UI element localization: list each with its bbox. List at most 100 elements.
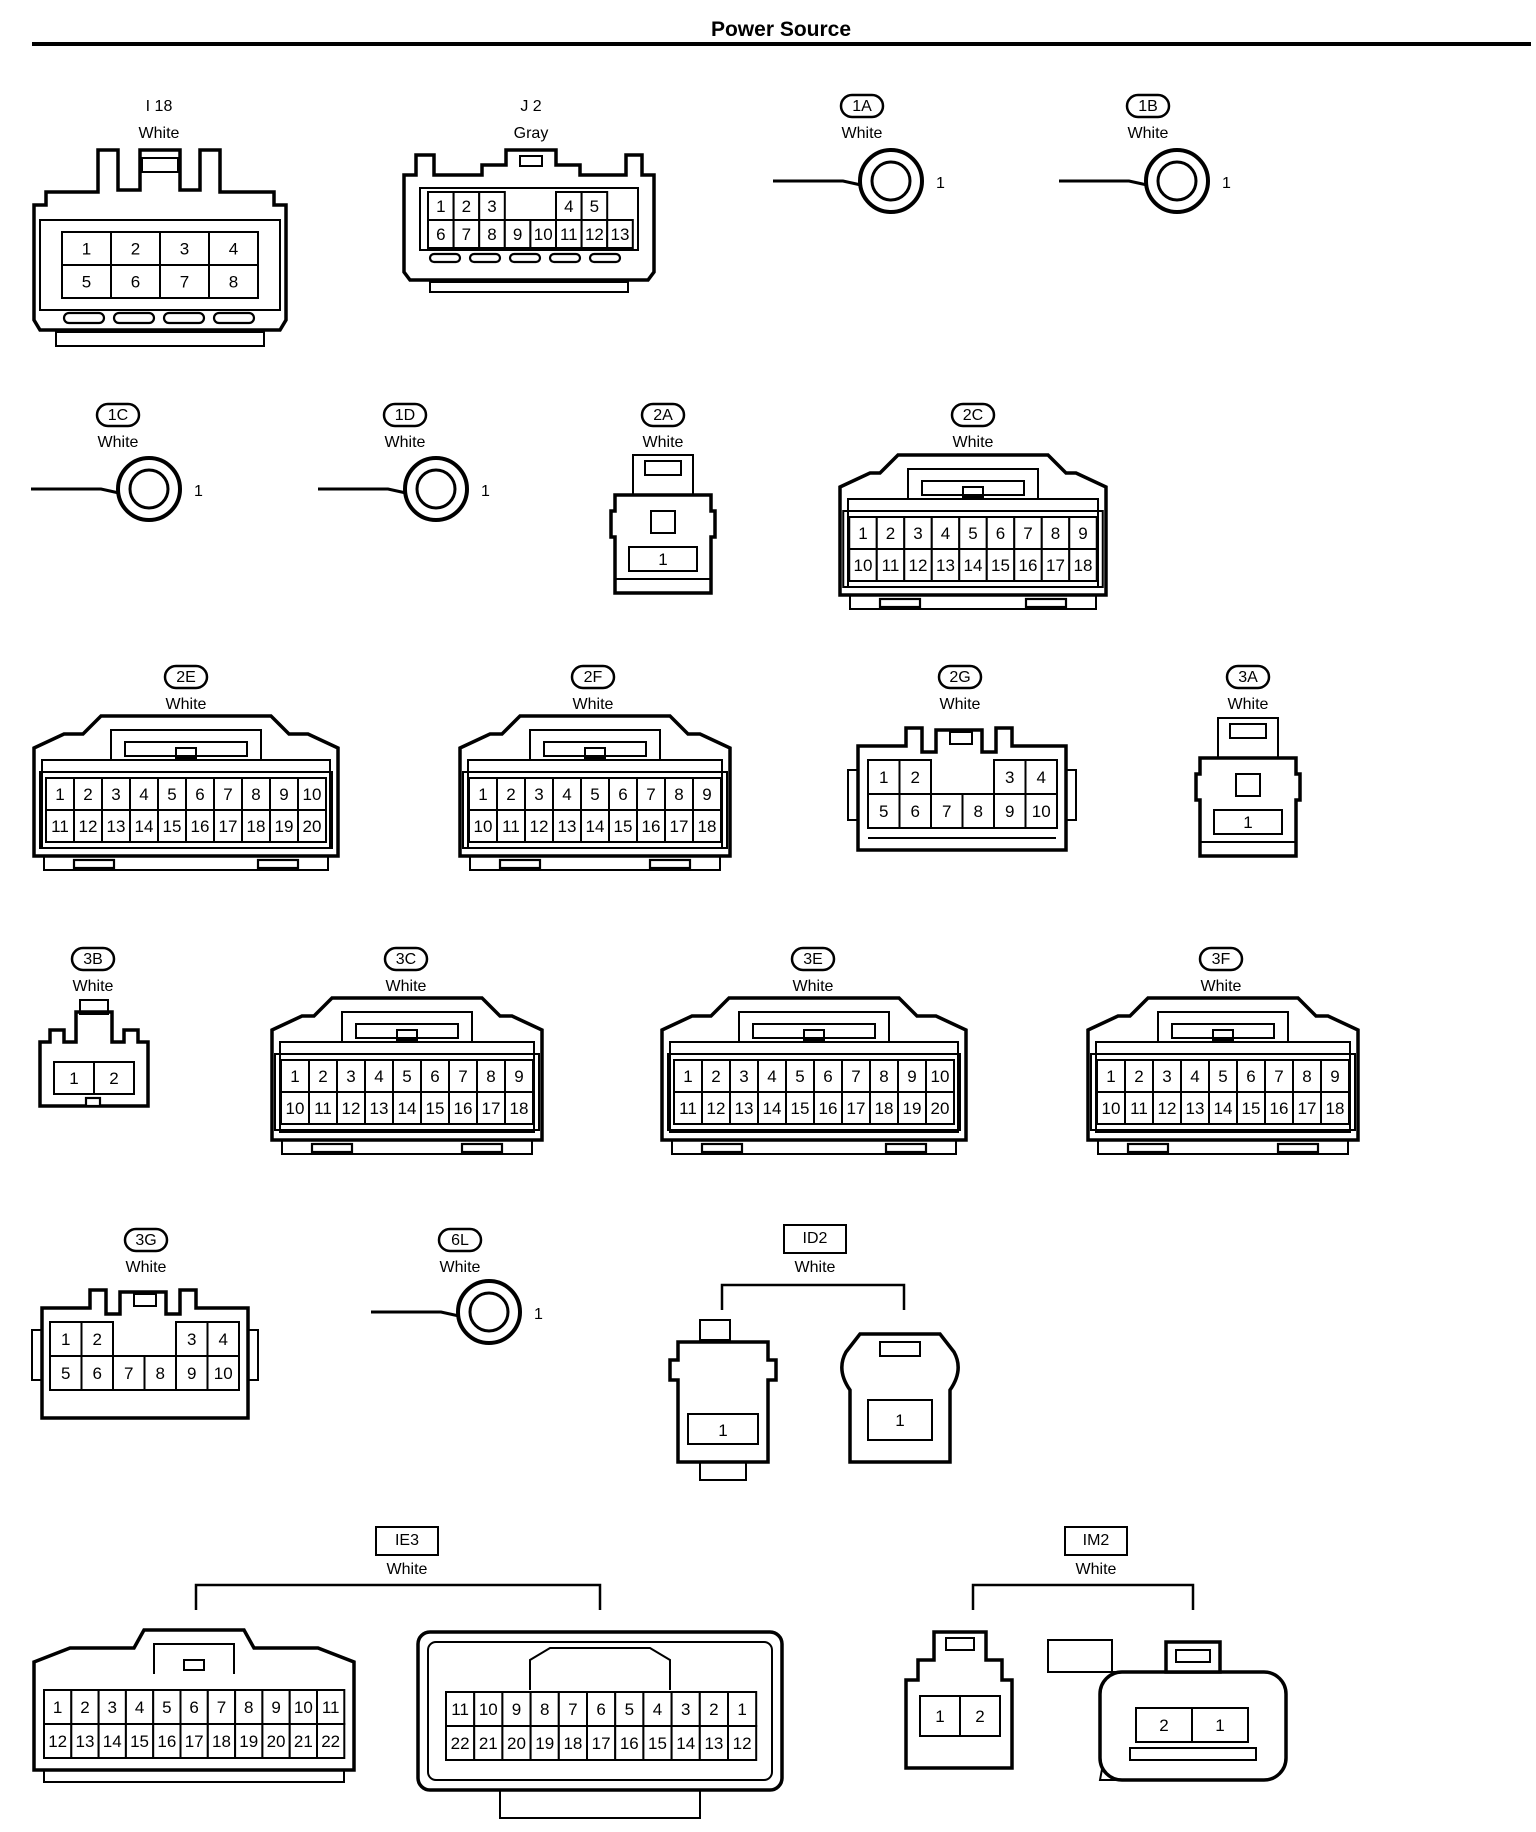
latch-tab: [945, 1637, 975, 1651]
bottom-tab: [499, 1790, 701, 1819]
pin-cell: [1024, 793, 1058, 829]
pin-cell: [452, 191, 481, 221]
connector-id: 1A: [852, 98, 872, 115]
rail-slot: [162, 311, 206, 325]
pin-number: 2: [462, 197, 471, 216]
rail-slot: [588, 252, 622, 264]
pin-cell: [1096, 1091, 1126, 1125]
pin-cell: [606, 219, 634, 249]
pin-number: 9: [514, 1067, 523, 1086]
pin-number: 1: [879, 768, 888, 787]
pin-number: 13: [370, 1099, 389, 1118]
pin-cell: [261, 1723, 291, 1759]
pin-number: 4: [1037, 768, 1046, 787]
connector-id2: 11: [668, 1283, 960, 1481]
pin-cell: [664, 809, 694, 843]
pin-number: 5: [61, 1364, 70, 1383]
pin-cell: [529, 1691, 560, 1727]
pin-number: 5: [402, 1067, 411, 1086]
side-rib: [1065, 769, 1077, 821]
pin-number: 2: [506, 785, 515, 804]
side-rib: [247, 1329, 259, 1381]
pin-number: 5: [590, 197, 599, 216]
pin-cell: [848, 516, 878, 550]
pin-cell: [1213, 809, 1283, 835]
pin-number: 8: [974, 802, 983, 821]
lock-tab: [650, 510, 676, 534]
pin-cell: [897, 1059, 927, 1093]
bottom-rail: [1129, 1747, 1257, 1761]
pin-cell: [288, 1689, 319, 1725]
pin-number: 6: [823, 1067, 832, 1086]
connector-color: White: [1076, 1561, 1117, 1578]
pin-cell: [729, 1059, 759, 1093]
pin-number: 2: [911, 768, 920, 787]
pin-number: 9: [907, 1067, 916, 1086]
pin-number: 17: [847, 1099, 866, 1118]
pin-cell: [112, 1355, 146, 1391]
pin-number: 13: [735, 1099, 754, 1118]
ring-hole: [415, 468, 457, 510]
pin-number: 15: [163, 817, 182, 836]
pin-number: 1: [1106, 1067, 1115, 1086]
pin-number: 8: [486, 1067, 495, 1086]
pin-number: 3: [111, 785, 120, 804]
connector-id: 3G: [135, 1232, 156, 1249]
pin-cell: [555, 191, 583, 221]
pin-cell: [93, 1061, 135, 1095]
latch-window: [1229, 723, 1267, 739]
bottom-tab: [699, 1461, 747, 1481]
connector-2a: 1: [609, 454, 717, 595]
pin-cell: [867, 1399, 933, 1441]
pin-cell: [179, 1689, 209, 1725]
pin-number: 13: [558, 817, 577, 836]
pin-number: 6: [911, 802, 920, 821]
pin-number: 11: [51, 817, 69, 836]
connector-color: White: [1228, 696, 1269, 713]
pin-cell: [875, 548, 906, 582]
pin-number: 1: [1243, 813, 1252, 832]
pin-number: 15: [426, 1099, 445, 1118]
pin-number: 11: [322, 1698, 340, 1717]
pin-number: 14: [763, 1099, 782, 1118]
pin-number: 6: [1246, 1067, 1255, 1086]
pin-number: 1: [737, 1700, 746, 1719]
pin-number: 8: [879, 1067, 888, 1086]
pin-number: 17: [219, 817, 238, 836]
pin-number: 3: [1005, 768, 1014, 787]
pin-cell: [552, 809, 582, 843]
pin-cell: [208, 231, 259, 266]
pin-cell: [297, 809, 327, 843]
pin-cell: [1013, 548, 1043, 582]
pin-number: 14: [103, 1732, 122, 1751]
pin-frame: [462, 771, 728, 849]
terminal-wire: [318, 487, 407, 495]
pin-number: 7: [1274, 1067, 1283, 1086]
connector-id: 2F: [584, 669, 603, 686]
latch-window: [124, 741, 248, 757]
pin-number: 15: [648, 1734, 667, 1753]
pin-cell: [642, 1725, 673, 1761]
pin-number: 7: [180, 273, 189, 292]
label-oval: [437, 1227, 483, 1253]
pin-number: 10: [294, 1698, 313, 1717]
pin-number: 13: [704, 1734, 723, 1753]
pin-number: 4: [564, 197, 573, 216]
pin-cell: [504, 1091, 534, 1125]
pair-bracket: [971, 1583, 1195, 1610]
pin-number: 14: [135, 817, 154, 836]
pin-cell: [692, 809, 722, 843]
rail-slot: [310, 1142, 354, 1154]
pin-number: 3: [534, 785, 543, 804]
pin-number: 12: [733, 1734, 752, 1753]
pin-cell: [701, 1091, 731, 1125]
pin-frame: [274, 1053, 540, 1131]
